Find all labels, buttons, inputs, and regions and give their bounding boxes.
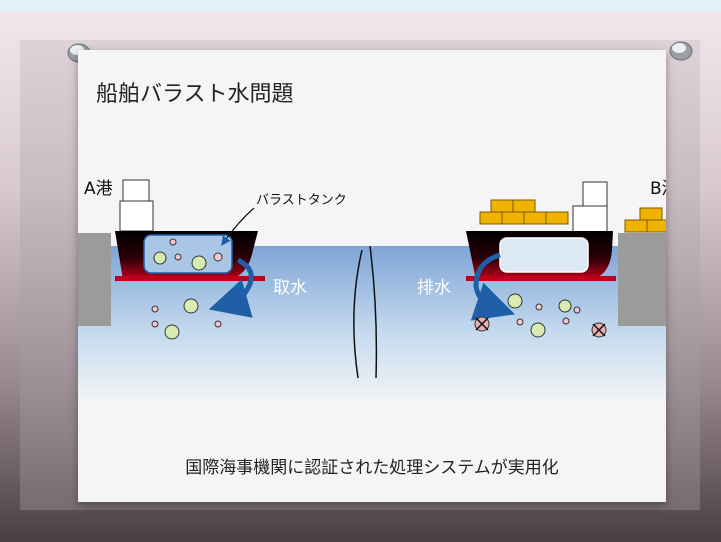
organism bbox=[535, 303, 543, 311]
ship-b bbox=[466, 181, 616, 281]
organism bbox=[562, 317, 570, 325]
organism bbox=[169, 238, 177, 246]
intake-arrow bbox=[208, 257, 254, 318]
pushpin-right-icon bbox=[669, 41, 693, 61]
caption: 国際海事機関に認証された処理システムが実用化 bbox=[185, 458, 559, 478]
ship-a bbox=[115, 179, 265, 281]
ballast-tank-b bbox=[499, 237, 589, 273]
organism bbox=[530, 322, 546, 338]
organism bbox=[573, 306, 581, 314]
organism bbox=[558, 299, 572, 313]
slide-title: 船舶バラスト水問題 bbox=[96, 82, 294, 107]
slide: 船舶バラスト水問題 A港 B港 bbox=[78, 50, 666, 502]
organism bbox=[153, 251, 167, 265]
dead-organism bbox=[474, 316, 490, 332]
ballast-water-diagram: A港 B港 バラストタンク 取水 bbox=[78, 179, 666, 406]
intake-label: 取水 bbox=[273, 278, 307, 298]
dead-organism bbox=[591, 322, 607, 338]
organism bbox=[214, 320, 222, 328]
organism bbox=[507, 293, 523, 309]
organism bbox=[516, 318, 524, 326]
ballast-tank-a bbox=[143, 234, 233, 274]
organism bbox=[174, 253, 182, 261]
organism bbox=[191, 255, 207, 271]
tank-pointer bbox=[221, 207, 255, 246]
discharge-label: 排水 bbox=[417, 278, 451, 298]
port-a-label: A港 bbox=[84, 179, 113, 199]
organism bbox=[164, 324, 180, 340]
organism bbox=[151, 320, 159, 328]
organism bbox=[213, 252, 223, 262]
quay-b bbox=[618, 233, 666, 326]
organism bbox=[183, 298, 199, 314]
port-b-label: B港 bbox=[650, 179, 666, 199]
ballast-tank-label: バラストタンク bbox=[256, 193, 347, 208]
top-band bbox=[0, 0, 721, 12]
port-b-cargo bbox=[624, 207, 666, 233]
discharge-arrow bbox=[470, 252, 515, 321]
organism bbox=[151, 305, 159, 313]
quay-a bbox=[78, 233, 111, 326]
distance-break bbox=[353, 249, 363, 379]
